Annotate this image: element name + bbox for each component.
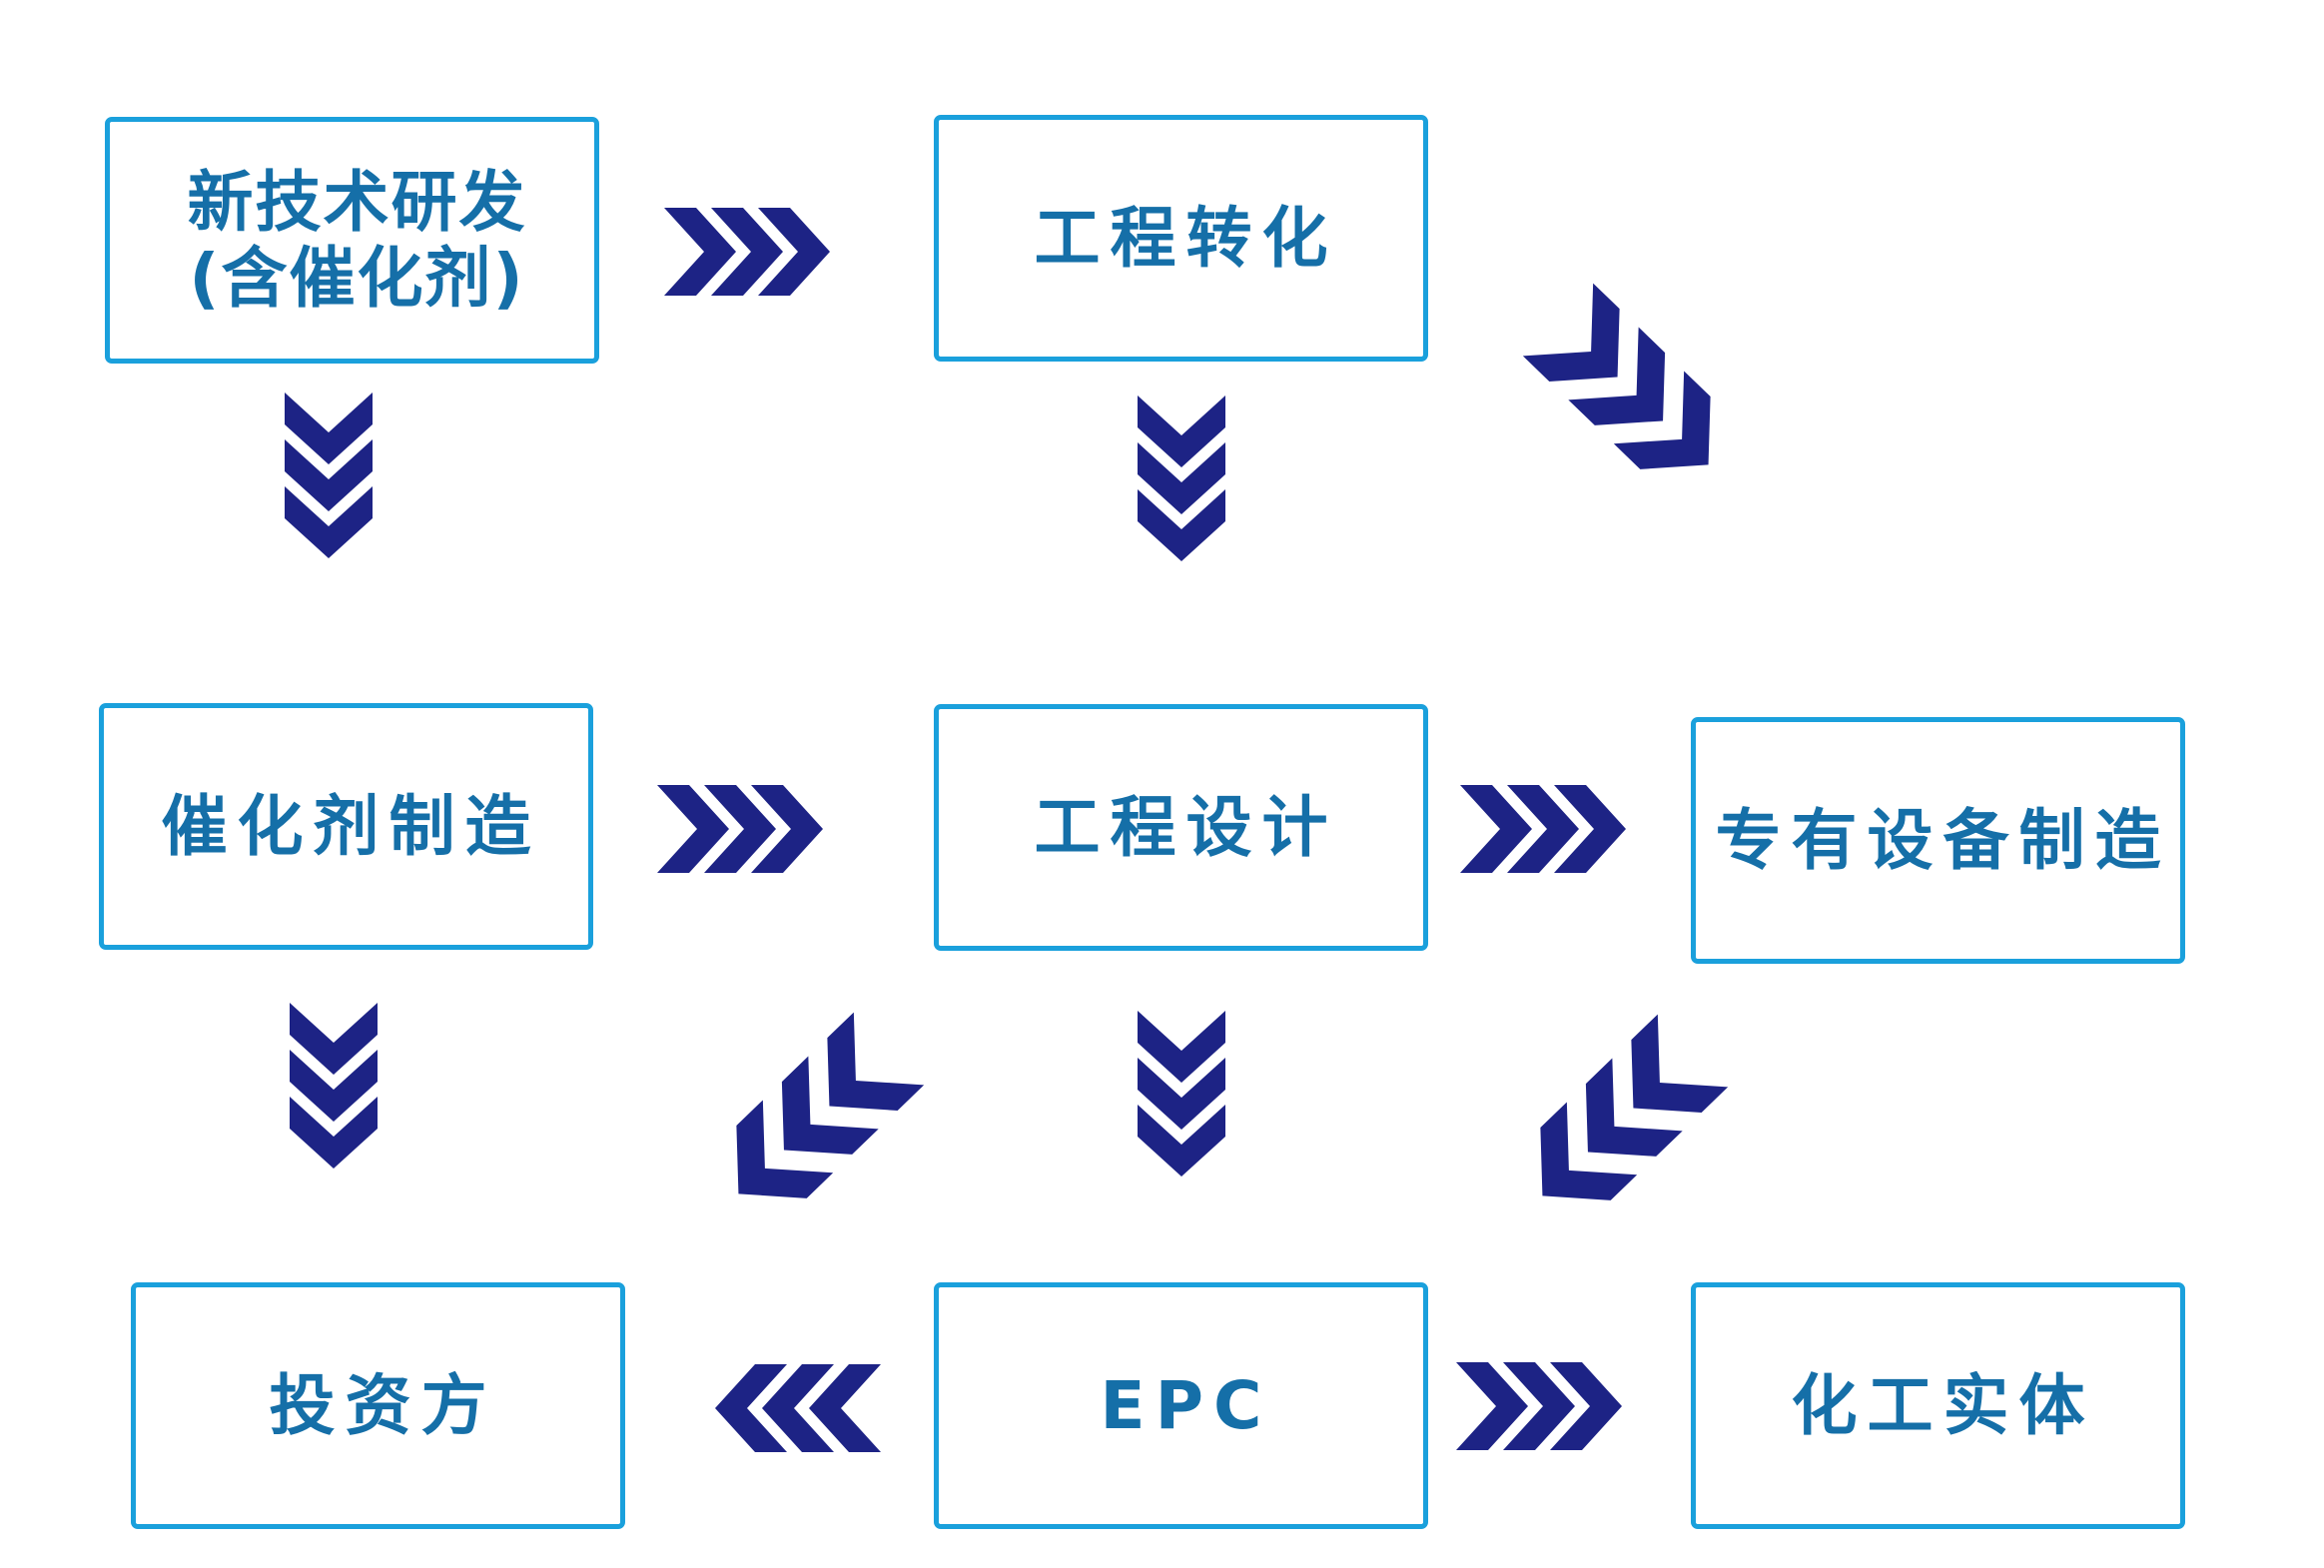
arrow-epc-to-investor: [715, 1364, 881, 1452]
arrow-tech-rd-to-engineering-transfer: [664, 208, 830, 296]
node-investor-label: 投资方: [269, 1366, 497, 1444]
node-engineering-transfer: 工程转化: [934, 115, 1428, 362]
node-equipment-manufacturing-label: 专有设备制造: [1715, 801, 2171, 879]
arrow-design-to-epc: [1138, 1011, 1225, 1176]
node-catalyst-manufacturing-label: 催化剂制造: [161, 787, 541, 865]
node-tech-rd: 新技术研发 (含催化剂): [105, 117, 599, 364]
arrow-equipment-to-epc: [1507, 1014, 1729, 1232]
arrow-tech-rd-to-catalyst: [285, 392, 373, 558]
node-engineering-design-label: 工程设计: [1034, 788, 1338, 866]
node-tech-rd-line2: (含催化剂): [189, 239, 525, 317]
arrow-design-to-investor: [703, 1012, 925, 1230]
arrow-design-to-equipment: [1460, 785, 1626, 873]
arrow-catalyst-to-design: [657, 785, 823, 873]
node-tech-rd-line1: 新技术研发: [187, 164, 527, 242]
node-catalyst-manufacturing: 催化剂制造: [99, 703, 593, 950]
node-chemical-entity-label: 化工实体: [1791, 1366, 2095, 1444]
node-tech-rd-label: 新技术研发 (含催化剂): [178, 164, 527, 317]
arrow-transfer-to-equipment: [1522, 283, 1744, 501]
node-chemical-entity: 化工实体: [1691, 1282, 2185, 1529]
node-engineering-transfer-label: 工程转化: [1034, 199, 1338, 277]
node-investor: 投资方: [131, 1282, 625, 1529]
node-engineering-design: 工程设计: [934, 704, 1428, 951]
node-epc: EPC: [934, 1282, 1428, 1529]
arrow-transfer-to-design: [1138, 395, 1225, 561]
arrow-catalyst-to-investor: [290, 1003, 378, 1169]
node-epc-label: EPC: [1100, 1366, 1272, 1444]
arrow-epc-to-chemical-entity: [1456, 1362, 1622, 1450]
node-equipment-manufacturing: 专有设备制造: [1691, 717, 2185, 964]
